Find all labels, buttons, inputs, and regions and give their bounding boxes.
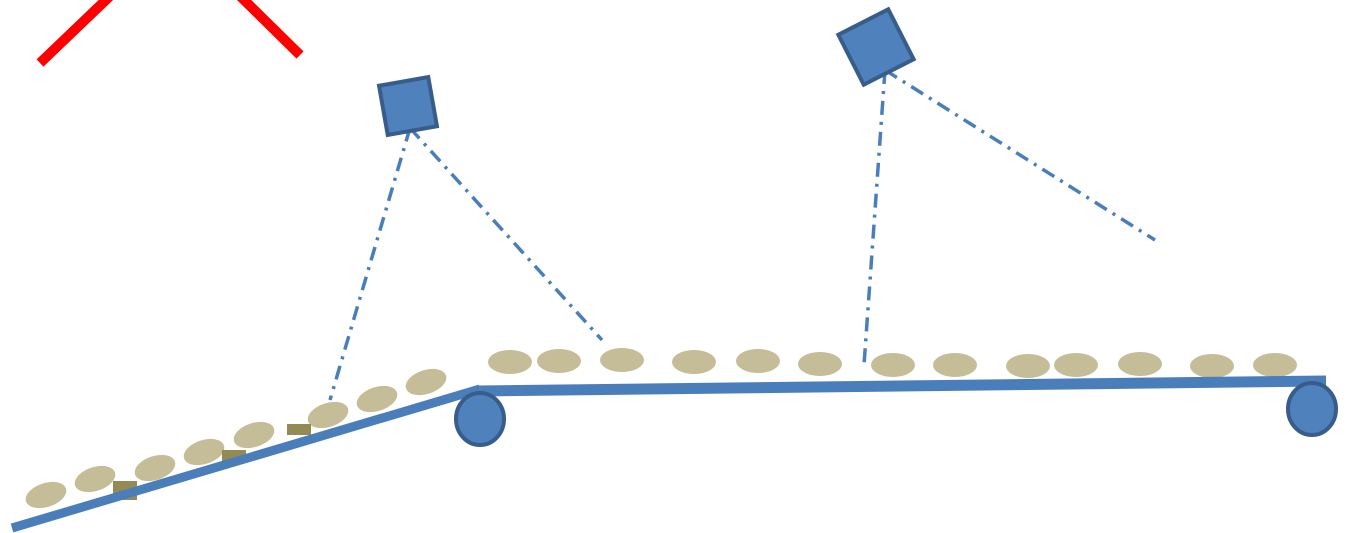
item (600, 348, 644, 372)
item (134, 454, 176, 482)
camera-2-icon (835, 6, 917, 88)
item (307, 401, 349, 429)
item (871, 353, 915, 377)
camera-1-view-line-right (408, 126, 604, 342)
item (488, 350, 532, 374)
roller-icon (1286, 381, 1338, 437)
marker-left-stroke (36, 0, 114, 67)
rollers (454, 381, 1338, 447)
incline-belt (10, 384, 482, 533)
incline-items (25, 368, 447, 509)
camera-1-field-of-view (328, 126, 604, 401)
item (356, 385, 398, 413)
item (933, 353, 977, 377)
camera-2-field-of-view (862, 68, 1156, 366)
item (1190, 354, 1234, 378)
marker-right-stroke (236, 0, 304, 59)
camera-2-view-line-right (884, 68, 1156, 242)
roller-icon (454, 391, 506, 447)
camera-1-icon (376, 74, 440, 138)
item (1118, 352, 1162, 376)
item (1054, 353, 1098, 377)
item (25, 481, 67, 509)
flat-belt (477, 375, 1327, 397)
flat-items (488, 348, 1297, 378)
item (1253, 353, 1297, 377)
item (233, 421, 275, 449)
camera-2-view-line-left (862, 69, 887, 366)
red-v-marker-icon (36, 0, 304, 67)
item (405, 368, 447, 396)
conveyor (10, 375, 1327, 533)
cameras (376, 6, 917, 138)
item (798, 352, 842, 376)
debris-small (287, 424, 311, 435)
item (183, 438, 225, 466)
camera-1-view-line-left (328, 127, 412, 401)
item (1006, 354, 1050, 378)
item (736, 349, 780, 373)
item (74, 465, 116, 493)
item (672, 350, 716, 374)
item (537, 349, 581, 373)
debris-small (222, 450, 246, 461)
